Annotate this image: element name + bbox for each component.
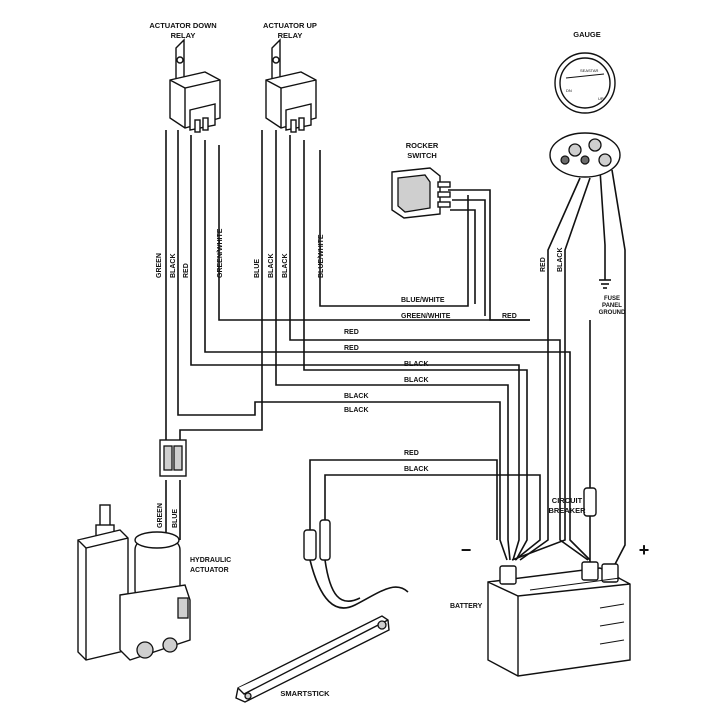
wire-label-h-red-3: RED [404, 450, 419, 457]
gauge-face-low: DN [566, 88, 572, 93]
actuator-title-line1: HYDRAULIC [190, 557, 231, 564]
gauge-title: GAUGE [573, 30, 601, 39]
wire-label-up-black-1: BLACK [268, 254, 275, 279]
wire-label-actuator-green: GREEN [157, 503, 164, 528]
ground-title-line3: GROUND [599, 310, 626, 316]
wire-label-up-blue: BLUE [254, 259, 261, 278]
wire-label-h-black-1: BLACK [404, 361, 429, 368]
wire-label-gauge-red: RED [540, 257, 547, 272]
battery-positive-sign: + [639, 540, 650, 560]
rocker-title-line2: SWITCH [407, 151, 437, 160]
wire-label-up-blue-white: BLUE/WHITE [318, 234, 325, 278]
wire-label-down-green-white: GREEN/WHITE [217, 228, 224, 278]
battery-negative-sign: − [461, 540, 472, 560]
actuator-up-relay [265, 38, 317, 133]
wire-label-h-red-rocker: RED [502, 313, 517, 320]
rocker-switch [391, 167, 451, 219]
wire-label-h-black-4: BLACK [344, 407, 369, 414]
wire-label-h-black-2: BLACK [404, 377, 429, 384]
wires [165, 130, 626, 609]
down-relay-title-line1: ACTUATOR DOWN [149, 21, 216, 30]
actuator-down-relay [169, 38, 221, 133]
wire-label-actuator-blue: BLUE [172, 509, 179, 528]
up-relay-title-line2: RELAY [278, 31, 303, 40]
smartstick [235, 519, 390, 703]
hydraulic-actuator [77, 504, 191, 661]
ground-title-line1: FUSE [604, 296, 620, 302]
wire-label-down-black: BLACK [170, 254, 177, 279]
wire-label-h-black-5: BLACK [404, 466, 429, 473]
breaker-title-line1: CIRCUIT [552, 496, 583, 505]
actuator-connector [159, 439, 187, 477]
up-relay-title-line1: ACTUATOR UP [263, 21, 317, 30]
component-titles: ACTUATOR DOWN RELAY ACTUATOR UP RELAY GA… [149, 21, 649, 698]
rocker-title-line1: ROCKER [406, 141, 439, 150]
gauge-face-high: UP [598, 96, 604, 101]
wire-label-h-black-3: BLACK [344, 393, 369, 400]
smartstick-title: SMARTSTICK [280, 689, 330, 698]
horizontal-wire-labels: BLUE/WHITE GREEN/WHITE RED RED RED BLACK… [344, 297, 517, 473]
wire-label-up-black-2: BLACK [282, 254, 289, 279]
wire-label-gauge-black: BLACK [557, 248, 564, 273]
ground-title-line2: PANEL [602, 303, 622, 309]
down-relay-title-line2: RELAY [171, 31, 196, 40]
circuit-breaker [583, 487, 597, 517]
battery-title: BATTERY [450, 603, 483, 610]
wire-label-down-red: RED [183, 263, 190, 278]
wire-label-h-red-2: RED [344, 345, 359, 352]
wire-label-down-green: GREEN [156, 253, 163, 278]
gauge: DN UP SEASTAR [549, 52, 621, 178]
wire-label-h-red-1: RED [344, 329, 359, 336]
breaker-title-line2: BREAKER [548, 506, 586, 515]
actuator-title-line2: ACTUATOR [190, 567, 229, 574]
wire-label-h-blue-white: BLUE/WHITE [401, 297, 445, 304]
battery [487, 561, 631, 677]
vertical-wire-labels: GREEN BLACK RED GREEN/WHITE BLUE BLACK B… [156, 228, 564, 528]
fuse-panel-ground-symbol [599, 279, 611, 289]
wire-label-h-green-white: GREEN/WHITE [401, 313, 451, 320]
gauge-face-brand: SEASTAR [580, 68, 598, 73]
